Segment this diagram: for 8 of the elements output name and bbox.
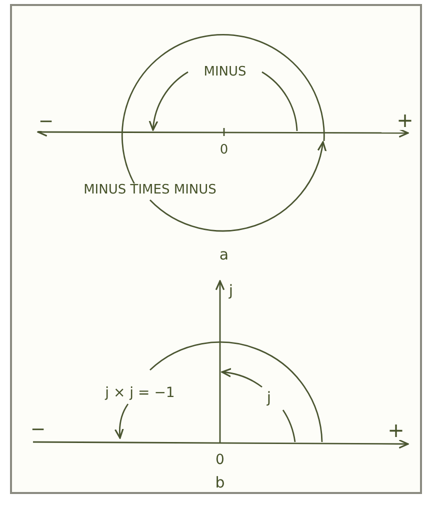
origin-label: 0 <box>220 144 228 156</box>
arc-label: MINUS <box>204 66 246 78</box>
panel-label: b <box>215 476 225 490</box>
axis-label: j <box>228 284 234 298</box>
origin-label: 0 <box>216 453 224 467</box>
arc-label: j × j = −1 <box>105 386 175 400</box>
arc-label: j <box>266 390 272 406</box>
arc-label: MINUS TIMES MINUS <box>84 184 216 196</box>
